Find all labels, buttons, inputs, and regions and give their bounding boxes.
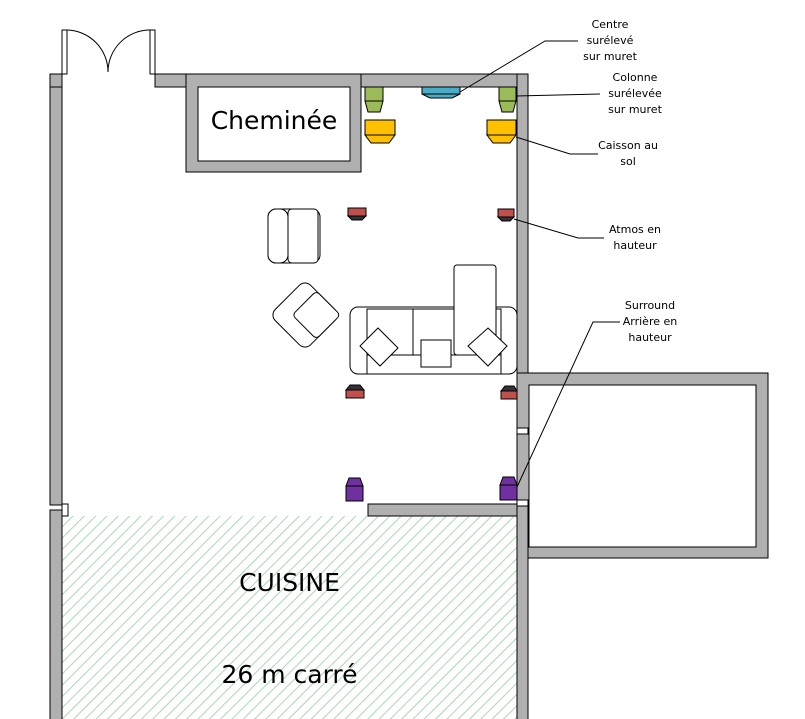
double-door (61, 29, 156, 75)
kitchen-top-wall (367, 503, 519, 517)
atmos-front-left (346, 207, 368, 221)
label-surround: Surround Arrière en hauteur (622, 299, 678, 344)
left-wall (49, 74, 63, 506)
armchair (267, 208, 321, 264)
armchair-angled (272, 282, 340, 348)
kitchen-floor (62, 516, 517, 719)
top-wall-left (49, 73, 63, 88)
atmos-front-right (496, 208, 516, 222)
centre-speaker (421, 86, 461, 99)
label-atmos: Atmos en hauteur (608, 223, 662, 252)
fireplace-label: Cheminée (210, 106, 338, 135)
leader-lines (459, 40, 620, 488)
column-speaker-right (498, 86, 517, 113)
column-speaker-left (364, 86, 384, 113)
surround-left (345, 477, 364, 502)
atmos-rear-right (499, 385, 518, 400)
sub-right (486, 119, 517, 144)
label-column: Colonne surélevée sur muret (608, 71, 662, 116)
sofa (349, 264, 518, 375)
sub-left (364, 119, 396, 144)
atmos-rear-left (344, 384, 366, 399)
label-centre: Centre surélevé sur muret (583, 18, 637, 63)
label-sub: Caisson au sol (598, 139, 658, 168)
kitchen-label: CUISINE (239, 568, 340, 597)
surround-right (499, 476, 518, 501)
kitchen-right-wall (516, 503, 529, 719)
left-wall-lower (49, 509, 63, 719)
kitchen-area-label: 26 m carré (221, 660, 358, 689)
